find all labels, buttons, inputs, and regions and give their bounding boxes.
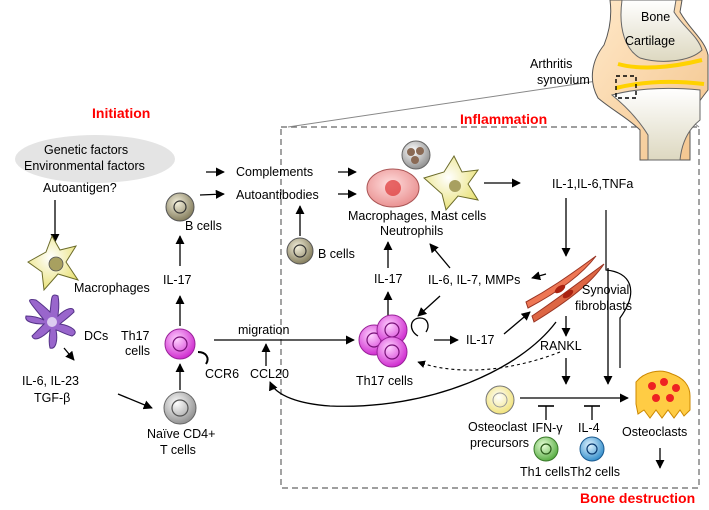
macrophages-label: Macrophages [74,281,150,295]
bone-label: Bone [641,10,670,24]
dcs-label: DCs [84,329,108,343]
macrophages-mast-label: Macrophages, Mast cells [348,209,486,223]
osteoclast-precursor-icon [485,385,515,415]
arrow-il6-cells [429,243,451,269]
b-cell-icon-left [165,192,195,222]
bone-destruction-heading: Bone destruction [580,490,695,506]
il17-up-label: IL-17 [374,272,403,286]
cartilage-label: Cartilage [625,34,675,48]
il4-label: IL-4 [578,421,600,435]
arrow-il6-th17 [417,295,441,317]
ifn-gamma-label: IFN-γ [532,421,563,435]
inflammation-heading: Inflammation [460,111,547,127]
il17-left-label: IL-17 [163,273,192,287]
neutrophils-label: Neutrophils [380,224,443,238]
osteoclast-precursors-label-line1: Osteoclast [468,420,528,434]
th17-label-line1: Th17 [121,329,150,343]
ccr6-receptor-icon [197,351,209,365]
il17-right-label: IL-17 [466,333,495,347]
ccr6-label: CCR6 [205,367,239,381]
naive-cd4-label: Naïve CD4+ [147,427,215,441]
th17-cluster-icon [358,314,408,368]
il6-il23-label: IL-6, IL-23 [22,374,79,388]
arrow-fibroblast-ccl20 [269,321,557,407]
th1-cells-label: Th1 cells [520,465,570,479]
factors-ellipse [15,135,175,183]
tgf-beta-label: TGF-β [34,391,70,405]
il6-il7-mmps-label: IL-6, IL-7, MMPs [428,273,520,287]
th1-cell-icon [533,436,559,462]
naive-t-cells-label: T cells [160,443,196,457]
autoantibodies-label: Autoantibodies [236,188,319,202]
fibroblasts-label: fibroblasts [575,299,632,313]
arrow-dcs-cytokines [63,347,75,361]
dendritic-cell-icon [25,294,76,349]
osteoclast-icon [635,370,691,419]
osteoclasts-label: Osteoclasts [622,425,687,439]
synovium-bracket-outline [605,210,632,368]
th17-cells-label: Th17 cells [356,374,413,388]
macrophage-cell-icon-inflammation [422,154,480,212]
th2-cells-label: Th2 cells [570,465,620,479]
arrow-il17-fibroblast [503,311,531,335]
arrow-cytokines-naive [117,393,153,410]
synovium-focus-box [615,75,637,99]
il1-il6-tnfa-label: IL-1,IL-6,TNFa [552,177,633,191]
macrophage-cell-icon [27,234,80,292]
zoom-line-left [287,77,618,128]
complements-label: Complements [236,165,313,179]
autoantigen-label: Autoantigen? [43,181,117,195]
arrow-bcell-autoantibodies [199,189,225,199]
neutrophil-icon [401,140,431,170]
migration-label: migration [238,323,289,337]
ccl20-label: CCL20 [250,367,289,381]
environmental-factors-label: Environmental factors [24,159,145,173]
synovium-label-line1: Arthritis [530,57,572,71]
osteoclast-precursors-label-line2: precursors [470,436,529,450]
arrow-fibroblast-il6 [531,271,547,281]
synovial-fibroblast-icon [525,255,605,323]
mast-cell-icon [366,168,420,208]
synovial-label: Synovial [582,283,629,297]
autocrine-loop-icon [410,317,429,337]
th17-label-line2: cells [125,344,150,358]
dashed-arrow-rankl-th17 [417,351,561,371]
synovium-label-line2: synovium [537,73,590,87]
naive-cd4-cell-icon [163,391,197,425]
rankl-label: RANKL [540,339,582,353]
b-cell-icon-inflammation [286,237,314,265]
genetic-factors-label: Genetic factors [44,143,128,157]
initiation-heading: Initiation [92,105,150,121]
b-cells-inflammation-label: B cells [318,247,355,261]
b-cells-left-label: B cells [185,219,222,233]
th2-cell-icon [579,436,605,462]
th17-cell-icon [164,328,196,360]
joint-illustration [591,0,709,161]
